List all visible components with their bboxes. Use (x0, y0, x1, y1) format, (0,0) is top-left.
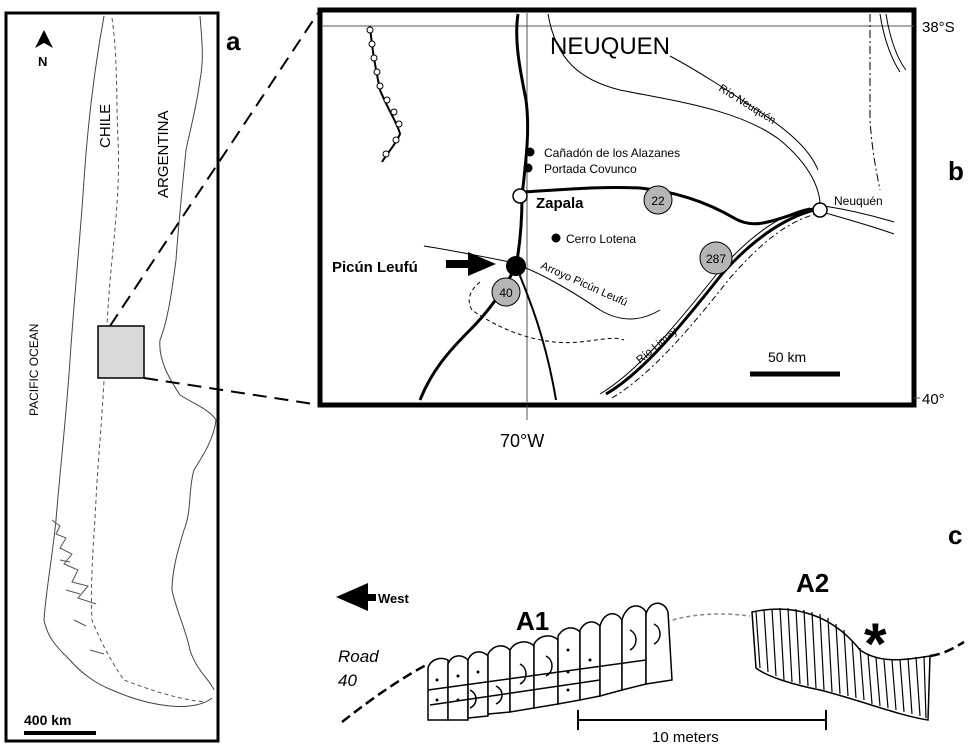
north-arrow-icon (35, 30, 53, 48)
connector-top (109, 9, 321, 327)
panel-a: N a CHILE ARGENTINA PACIFIC OCEAN 400 km (4, 11, 241, 743)
arrow-left-icon (336, 583, 376, 611)
label-a2: A2 (796, 568, 829, 598)
river-neuquen (547, 13, 821, 213)
label-road-line2: 40 (338, 671, 357, 690)
outcrop-a1 (427, 602, 673, 721)
outcrop-a2-hatching (755, 607, 927, 719)
svg-text:22: 22 (651, 194, 665, 208)
river-confluence-east (821, 211, 895, 235)
panel-c: c West Road 40 (336, 520, 965, 746)
north-label: N (38, 54, 47, 69)
panel-b: Cañadón de los Alazanes Portada Covunco … (317, 7, 920, 420)
river-east-2 (823, 205, 895, 223)
label-canadon: Cañadón de los Alazanes (544, 146, 680, 160)
label-cerro-lotena: Cerro Lotena (566, 232, 636, 246)
route-22-shield: 22 (643, 185, 673, 215)
coastline-west (43, 15, 213, 707)
svg-text:287: 287 (706, 252, 726, 266)
lat-label-40: 40° (922, 391, 945, 408)
road-287 (605, 208, 815, 396)
scale-label-a: 400 km (24, 712, 71, 728)
lat-label-38s: 38°S (922, 19, 955, 36)
road-profile-right (929, 640, 965, 658)
route-287-shield: 287 (699, 241, 733, 275)
svg-text:40: 40 (499, 286, 513, 300)
panel-c-letter: c (948, 520, 962, 550)
label-zapala: Zapala (536, 195, 584, 212)
road-profile-left (341, 662, 429, 723)
scale-label-b: 50 km (768, 349, 806, 365)
road-22 (521, 185, 821, 226)
label-pacific-ocean: PACIFIC OCEAN (27, 324, 41, 416)
outcrop-a1-dots (435, 648, 592, 702)
archipelago (51, 519, 105, 655)
label-argentina: ARGENTINA (155, 110, 172, 198)
railway-beads (366, 26, 403, 158)
dot-picun-leufu (506, 256, 526, 276)
province-boundary (869, 14, 881, 191)
label-a1: A1 (516, 606, 549, 636)
river-colorado-2 (885, 13, 907, 71)
gap-profile (665, 613, 751, 623)
outcrop-a2 (751, 608, 931, 721)
asterisk-marker: * (864, 612, 887, 677)
study-area-box (97, 325, 145, 379)
panel-a-letter: a (226, 26, 241, 56)
dot-zapala (512, 188, 528, 204)
lon-label-70w: 70°W (500, 431, 544, 451)
panel-a-frame (4, 11, 220, 743)
label-portada: Portada Covunco (544, 162, 637, 176)
border-chile-argentina (90, 17, 207, 703)
dot-canadon (525, 147, 535, 157)
arroyo-picun-leufu (423, 245, 661, 320)
label-west: West (378, 591, 409, 606)
panel-b-letter: b (948, 156, 964, 186)
dot-cerro-lotena (551, 233, 561, 243)
route-40-shield: 40 (491, 277, 521, 307)
river-tributary (669, 55, 819, 171)
river-colorado (879, 13, 901, 73)
label-neuquen-province: NEUQUEN (550, 33, 670, 60)
arrow-right-icon (446, 252, 496, 276)
dashed-track (468, 281, 625, 344)
label-neuquen-city: Neuquén (834, 194, 883, 208)
coastline-east (159, 15, 217, 691)
scale-label-c: 10 meters (652, 729, 719, 746)
dot-portada (523, 163, 533, 173)
label-road-line1: Road (338, 647, 379, 666)
connector-bottom (143, 377, 321, 406)
label-chile: CHILE (97, 104, 114, 148)
label-picun-leufu: Picún Leufú (332, 259, 418, 276)
dot-neuquen-city (812, 202, 828, 218)
road-secondary-south (515, 265, 557, 401)
